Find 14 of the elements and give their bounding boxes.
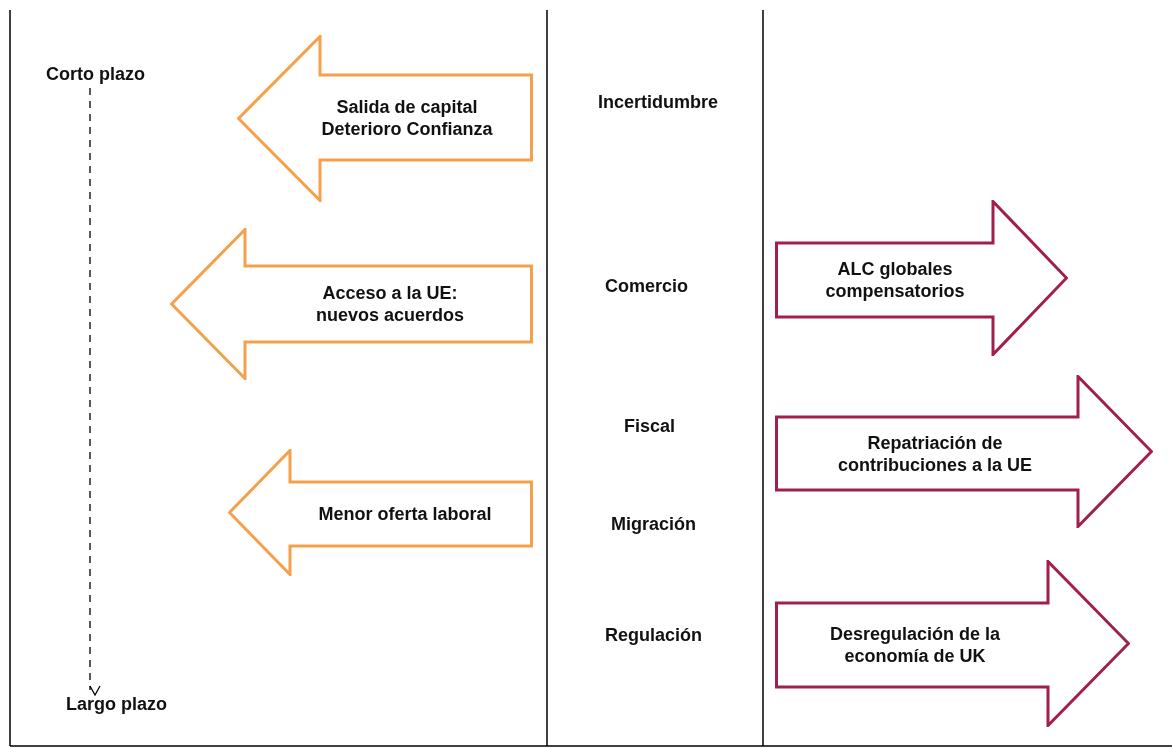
- time-label: Largo plazo: [66, 690, 190, 718]
- arrow-text: ALC globales compensatorios: [824, 258, 966, 302]
- category-label: Fiscal: [624, 416, 676, 437]
- category-label: Migración: [611, 514, 696, 535]
- time-label: Corto plazo: [46, 60, 168, 88]
- arrow-text: Salida de capital Deterioro Confianza: [320, 95, 494, 140]
- category-label: Regulación: [605, 625, 702, 646]
- arrow-text: Acceso a la UE: nuevos acuerdos: [314, 282, 466, 326]
- arrow-text: Desregulación de la economía de UK: [828, 623, 1002, 667]
- arrow-text: Repatriación de contribuciones a la UE: [836, 431, 1033, 476]
- arrow-text: Menor oferta laboral: [318, 503, 492, 525]
- category-label: Comercio: [605, 276, 689, 297]
- dashed-arrow: [89, 87, 101, 696]
- category-label: Incertidumbre: [598, 92, 719, 113]
